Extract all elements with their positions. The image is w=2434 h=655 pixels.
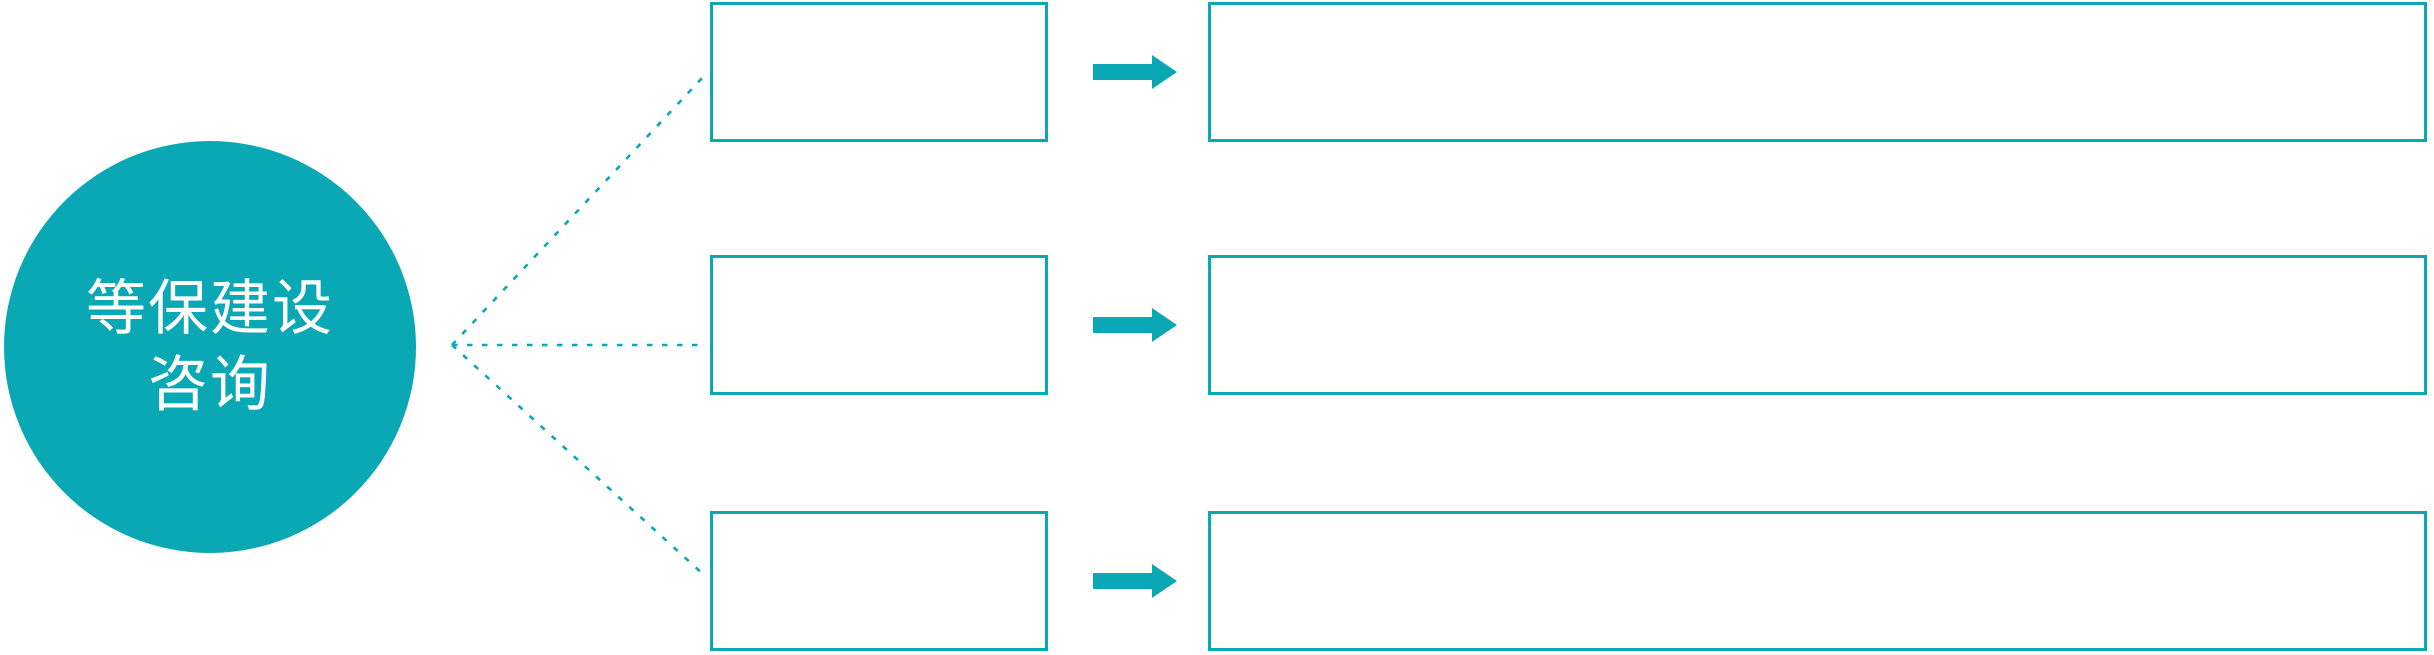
branch-box-2 bbox=[710, 255, 1048, 395]
branch-box-3 bbox=[710, 511, 1048, 651]
branch-box-1 bbox=[710, 2, 1048, 142]
root-node-label-line2: 咨询 bbox=[148, 351, 272, 418]
right-arrow-icon bbox=[1093, 308, 1177, 342]
root-node-circle: 等保建设 咨询 bbox=[4, 141, 416, 553]
root-node-label-line1: 等保建设 bbox=[86, 274, 334, 342]
dotted-connector-bottom bbox=[451, 344, 705, 576]
right-arrow-icon bbox=[1093, 55, 1177, 89]
dotted-connector-top bbox=[451, 75, 705, 346]
detail-box-2 bbox=[1208, 255, 2427, 395]
detail-box-1 bbox=[1208, 2, 2427, 142]
detail-box-3 bbox=[1208, 511, 2427, 651]
right-arrow-icon bbox=[1093, 564, 1177, 598]
